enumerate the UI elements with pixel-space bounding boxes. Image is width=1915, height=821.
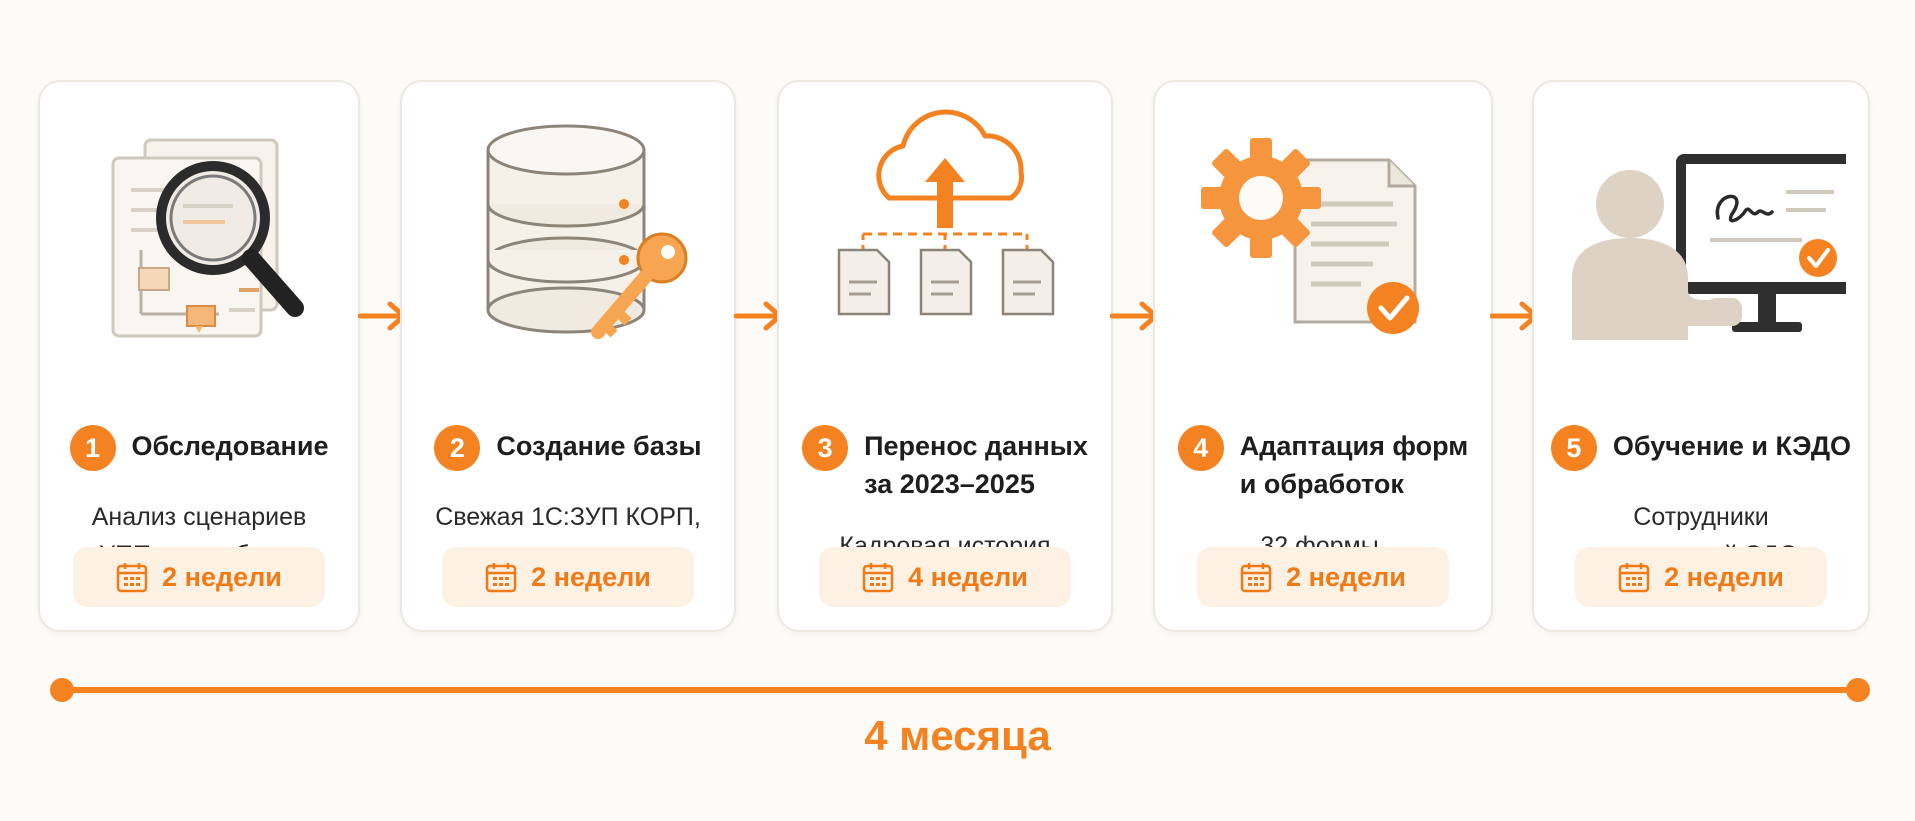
step-heading-2: 2 Создание базы bbox=[402, 425, 734, 471]
timeline-end-dot bbox=[1846, 678, 1870, 702]
step-card-1: 1 Обследование Анализ сценариев УПП и до… bbox=[38, 80, 360, 632]
step-number-badge: 5 bbox=[1550, 425, 1597, 471]
duration-badge: 2 недели bbox=[442, 547, 694, 607]
step-title: Обследование bbox=[131, 431, 329, 461]
step-heading-3: 3 Перенос данных за 2023–2025 bbox=[779, 425, 1111, 503]
gear-document-icon bbox=[1155, 100, 1491, 400]
duration-label: 4 недели bbox=[908, 561, 1028, 592]
step-title: Обучение и КЭДО bbox=[1612, 431, 1852, 461]
step-title: Создание базы bbox=[496, 431, 702, 461]
step-card-4: 4 Адаптация форм и обработок 32 формы, 9… bbox=[1153, 80, 1493, 632]
calendar-icon bbox=[862, 563, 894, 593]
duration-label: 2 недели bbox=[162, 561, 282, 592]
timeline-bar bbox=[50, 678, 1870, 702]
calendar-icon bbox=[1240, 563, 1272, 593]
step-card-5: 5 Обучение и КЭДО Сотрудники и кадровый … bbox=[1532, 80, 1870, 632]
step-card-3: 3 Перенос данных за 2023–2025 Кадровая и… bbox=[777, 80, 1113, 632]
step-card-2: 2 Создание базы Свежая 1С:ЗУП КОРП, прав… bbox=[400, 80, 736, 632]
timeline-start-dot bbox=[50, 678, 74, 702]
calendar-icon bbox=[1618, 563, 1650, 593]
database-key-icon bbox=[402, 100, 734, 400]
total-duration-label: 4 месяца bbox=[864, 712, 1051, 759]
step-number-badge: 1 bbox=[69, 425, 116, 471]
step-title: Перенос данных за 2023–2025 bbox=[864, 431, 1088, 499]
user-monitor-signature-icon bbox=[1534, 100, 1868, 400]
magnifier-document-icon bbox=[40, 100, 358, 400]
step-title: Адаптация форм и обработок bbox=[1239, 431, 1469, 499]
step-heading-5: 5 Обучение и КЭДО bbox=[1534, 425, 1868, 471]
calendar-icon bbox=[485, 563, 517, 593]
duration-badge: 2 недели bbox=[1197, 547, 1449, 607]
duration-label: 2 недели bbox=[531, 561, 651, 592]
duration-badge: 2 недели bbox=[73, 547, 325, 607]
step-heading-4: 4 Адаптация форм и обработок bbox=[1155, 425, 1491, 503]
duration-label: 2 недели bbox=[1286, 561, 1406, 592]
step-number-badge: 2 bbox=[434, 425, 481, 471]
duration-badge: 2 недели bbox=[1575, 547, 1827, 607]
calendar-icon bbox=[116, 563, 148, 593]
duration-badge: 4 недели bbox=[819, 547, 1071, 607]
cloud-upload-icon bbox=[779, 100, 1111, 400]
duration-label: 2 недели bbox=[1664, 561, 1784, 592]
step-heading-1: 1 Обследование bbox=[40, 425, 358, 471]
step-number-badge: 3 bbox=[802, 425, 849, 471]
step-number-badge: 4 bbox=[1177, 425, 1224, 471]
